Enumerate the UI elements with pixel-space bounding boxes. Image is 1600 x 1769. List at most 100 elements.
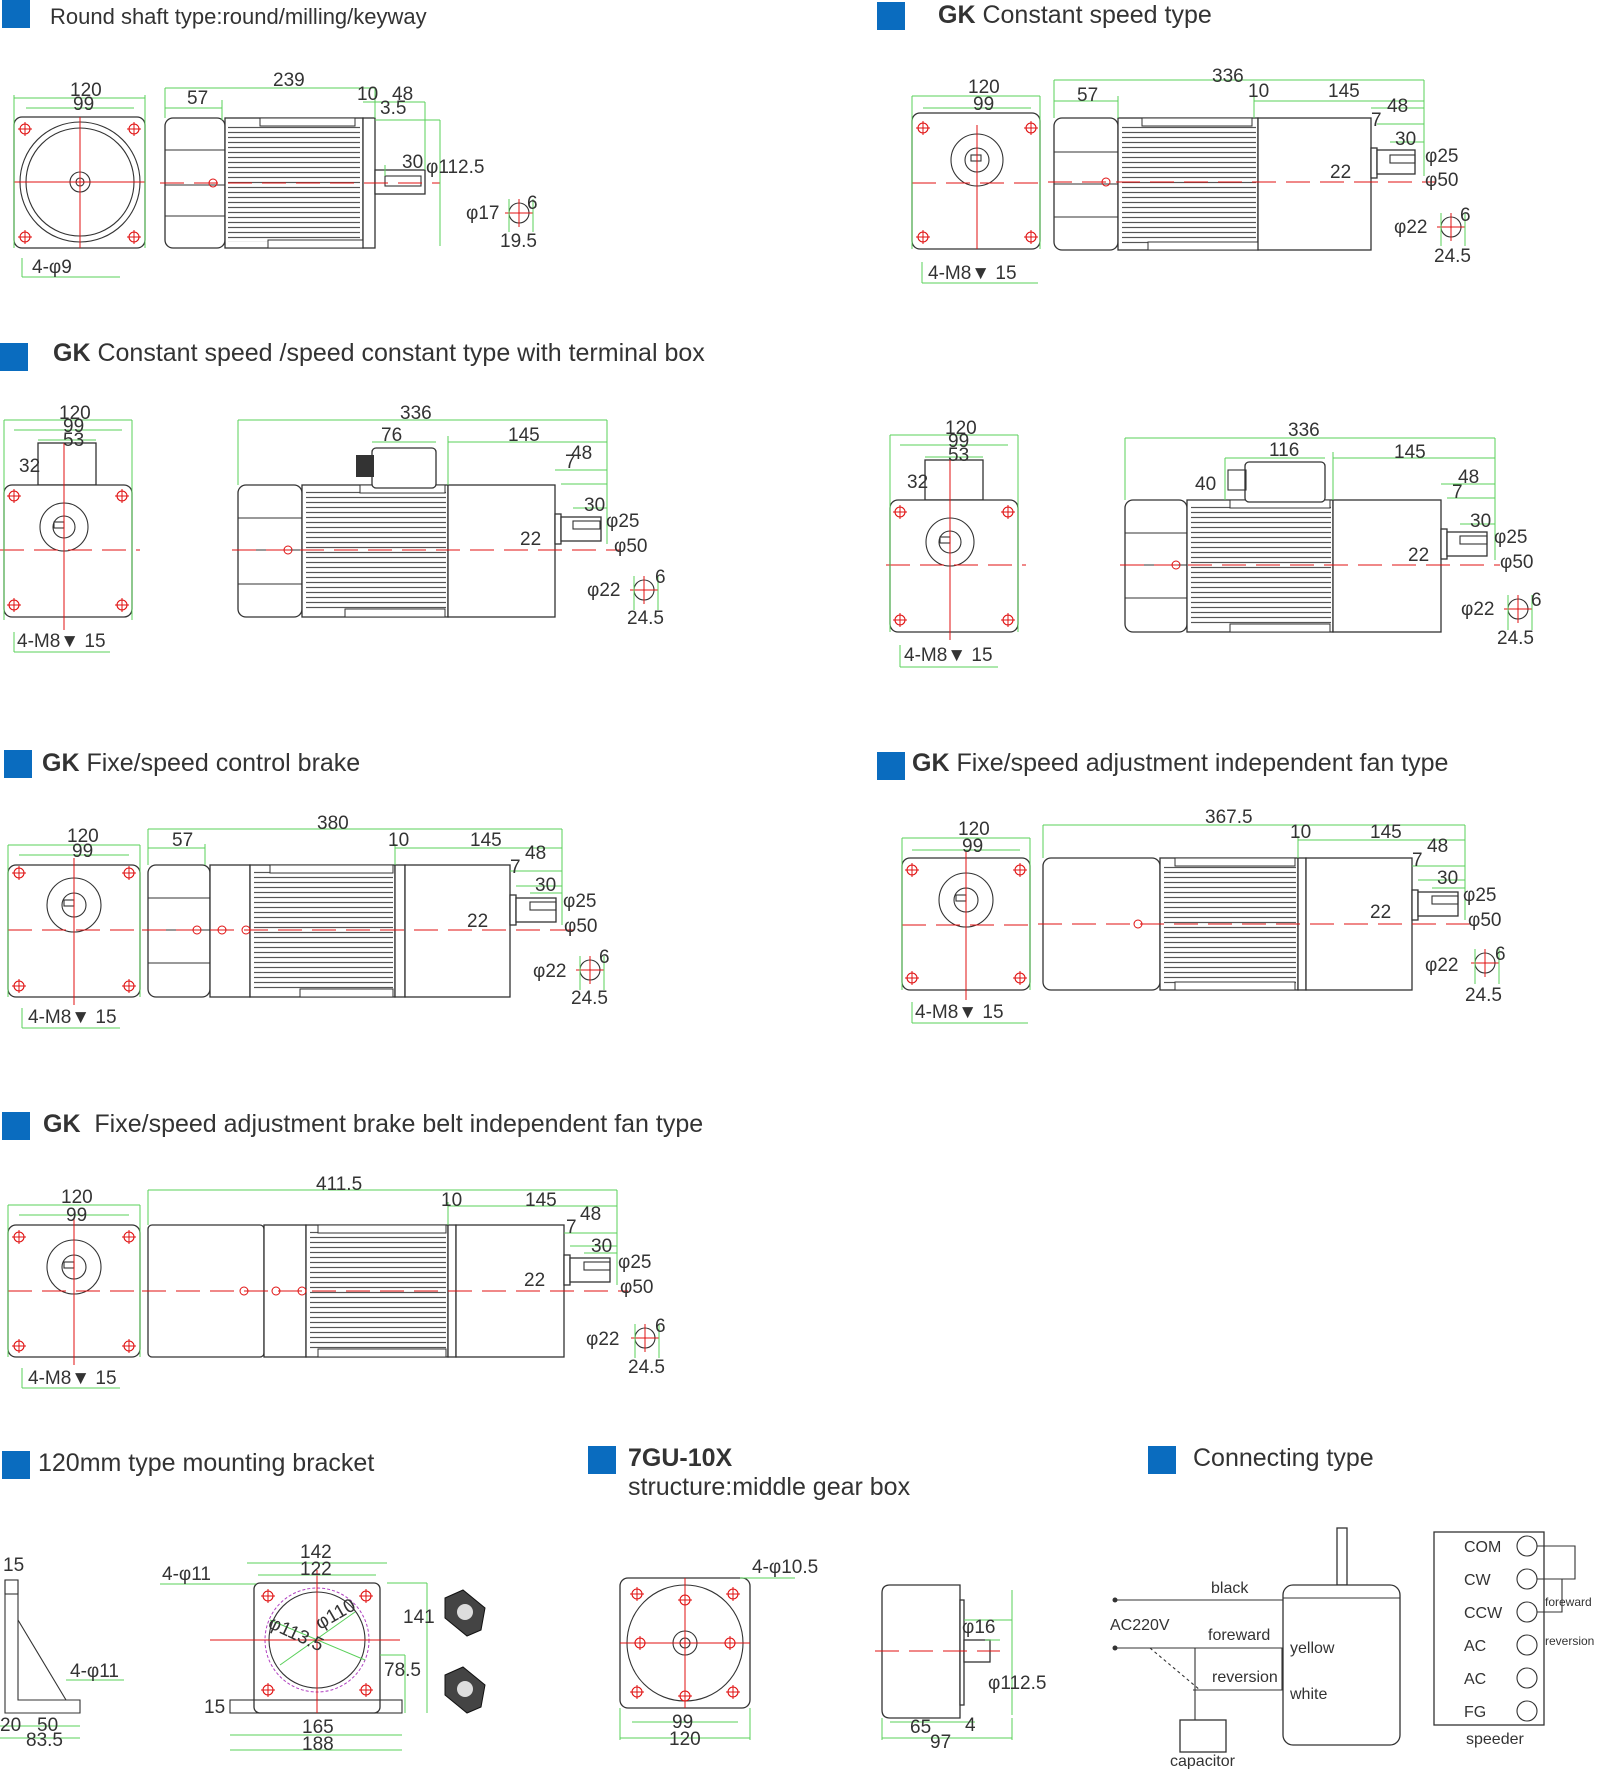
dim: 141 [403,1607,435,1628]
dim: 336 [1288,420,1320,441]
dim: 4-φ9 [32,257,72,278]
section-marker [4,750,32,778]
dim: 367.5 [1205,807,1253,828]
dim: φ22 [1425,955,1458,976]
dim: 4-M8▼ 15 [28,1368,117,1389]
terminal-ac: AC [1464,1671,1486,1688]
dim: 145 [508,425,540,446]
wire-label: yellow [1290,1640,1335,1657]
dim: 6 [599,947,610,968]
drawing-terminal-box-2: 120 99 53 32 4-M8▼ 15 336 116 40 145 7 4… [886,418,1542,668]
dim: φ50 [620,1277,653,1298]
dim: 336 [1212,66,1244,87]
dim: φ17 [466,203,499,224]
dim: 120 [70,80,102,101]
dim: 165 [302,1717,334,1738]
dim: 122 [300,1559,332,1580]
dim: 57 [172,830,193,851]
dim: 7 [1452,482,1463,503]
dim: 4-M8▼ 15 [928,263,1017,284]
dim: φ25 [1463,885,1496,906]
drawing-constant-speed: 120 99 4-M8▼ 15 336 57 10 145 7 48 30 φ2… [911,66,1471,284]
dim: 78.5 [384,1660,421,1681]
dim: 65 [910,1717,931,1738]
terminal-com: COM [1464,1539,1501,1556]
dim: 24.5 [628,1357,665,1378]
drawing-brake: 120 99 4-M8▼ 15 380 57 10 145 7 48 30 φ2… [7,813,610,1029]
drawing-round-shaft: 120 99 4-φ9 239 57 10 48 3.5 30 φ112.5 [13,70,538,278]
dim: 145 [1328,81,1360,102]
dim: 97 [930,1732,951,1753]
dim: 48 [571,443,592,464]
dim: 40 [1195,474,1216,495]
dim: 15 [204,1697,225,1718]
dim: 22 [524,1270,545,1291]
dim: 6 [1531,590,1542,611]
dim: 120 [958,819,990,840]
dim: 30 [402,152,423,173]
dim: 83.5 [26,1730,63,1751]
dim: 53 [948,445,969,466]
dim: φ50 [1468,910,1501,931]
dim: 7 [1371,110,1382,131]
dim: 7 [510,857,521,878]
dim: 99 [962,836,983,857]
dim: 4-φ11 [162,1564,211,1585]
section-marker [0,343,28,371]
dim: 24.5 [571,988,608,1009]
section-title-connecting: Connecting type [1193,1444,1374,1472]
dim: 76 [381,425,402,446]
dim: 6 [1460,205,1471,226]
dim: 30 [584,495,605,516]
terminal-cw: CW [1464,1572,1492,1589]
dim: 99 [66,1205,87,1226]
dim: 6 [655,567,666,588]
dim: 24.5 [627,608,664,629]
dim: 120 [61,1187,93,1208]
section-marker [877,2,905,30]
dim: 145 [470,830,502,851]
dim: 53 [63,430,84,451]
speeder-terminals: COM CW CCW AC AC FG [1464,1535,1538,1722]
dim: 24.5 [1434,246,1471,267]
dim: 24.5 [1497,628,1534,649]
dim: φ25 [563,891,596,912]
dim: 48 [580,1204,601,1225]
section-title-brake: GK Fixe/speed control brake [42,749,361,777]
dim: 19.5 [500,231,537,252]
section-marker [2,1451,30,1479]
dim: 99 [948,431,969,452]
dim: 120 [669,1729,701,1750]
dim: 239 [273,70,305,91]
dim: 145 [1394,442,1426,463]
dim: 7 [565,452,576,473]
dim: 48 [1427,836,1448,857]
dim: 120 [945,418,977,439]
dim: φ22 [533,961,566,982]
dim: 4-M8▼ 15 [915,1002,1004,1023]
dim: φ25 [1425,146,1458,167]
dim: 411.5 [316,1174,362,1195]
dim: 57 [187,88,208,109]
drawing-wiring: black AC220V foreward reversion yellow w… [1110,1527,1594,1769]
dim: 48 [1458,467,1479,488]
dim: 99 [72,841,93,862]
dim: 99 [672,1712,693,1733]
drawing-brake-fan: 120 99 4-M8▼ 15 411.5 10 145 7 48 30 φ25… [7,1174,666,1389]
dim: 48 [392,84,413,105]
section-marker [877,752,905,780]
dim: 50 [37,1715,58,1736]
drawing-terminal-box-1: 120 99 53 32 4-M8▼ 15 336 76 145 7 48 30… [0,403,666,653]
dim: 10 [357,84,378,105]
terminal-fg: FG [1464,1704,1486,1721]
section-marker [2,0,30,28]
section-title-round-shaft: Round shaft type:round/milling/keyway [50,4,427,29]
section-title-brake-fan: GK Fixe/speed adjustment brake belt inde… [43,1110,704,1138]
dim: 4-φ10.5 [752,1557,818,1578]
dim: 4-M8▼ 15 [28,1007,117,1028]
dim: 15 [3,1555,24,1576]
dim: 120 [59,403,91,424]
dim: 30 [591,1236,612,1257]
